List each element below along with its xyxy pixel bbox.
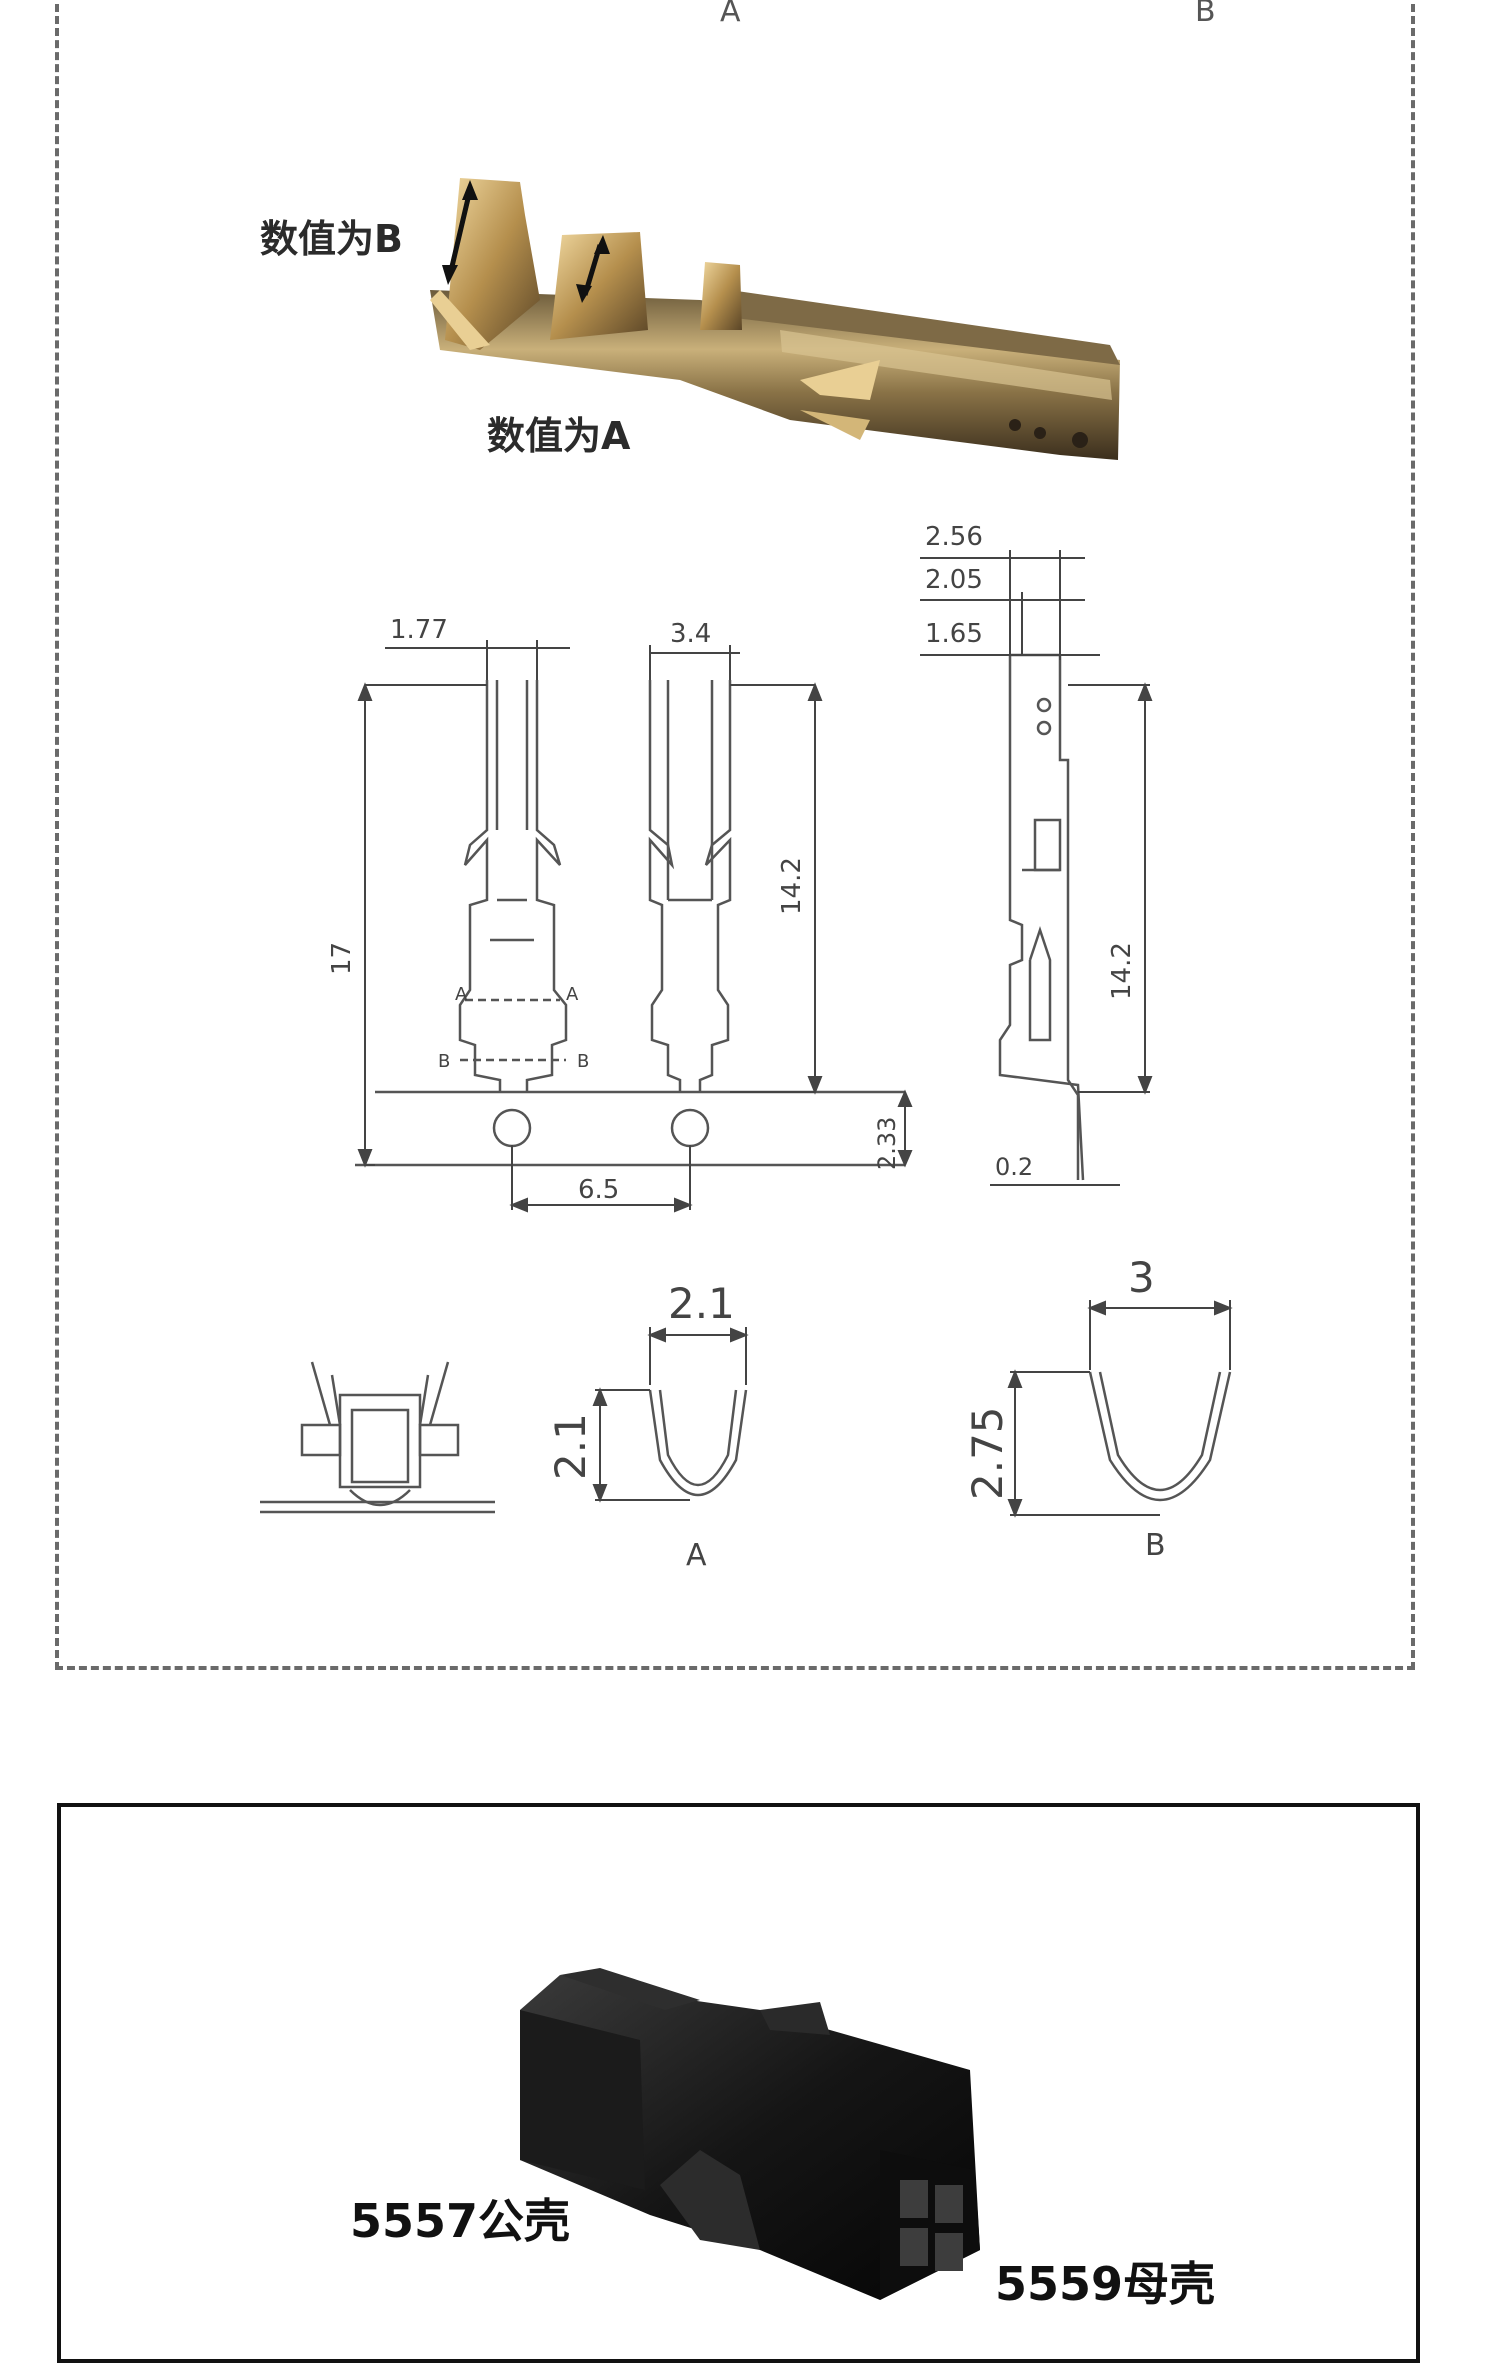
dim-front-length: 17 — [327, 942, 357, 975]
marker-a-left: A — [455, 984, 468, 1005]
female-housing-label: 5559母壳 — [995, 2257, 1216, 2311]
dim-section-a-height: 2.1 — [546, 1413, 595, 1480]
section-b-label: B — [1145, 1528, 1166, 1563]
cross-section-outline — [260, 1361, 495, 1514]
marker-b-right: B — [577, 1051, 589, 1072]
dim-rear-width: 3.4 — [670, 619, 711, 649]
male-housing-label: 5557公壳 — [350, 2194, 571, 2248]
marker-a-right: A — [566, 984, 579, 1005]
section-a-label: A — [686, 1538, 707, 1573]
dim-carrier-offset: 2.33 — [873, 1117, 901, 1170]
dim-pitch: 6.5 — [578, 1175, 619, 1205]
dim-side-length: 14.2 — [1107, 942, 1137, 1000]
dim-side-2: 2.05 — [925, 565, 983, 595]
terminal-spec-panel — [55, 0, 1415, 1670]
dim-thickness: 0.2 — [995, 1153, 1033, 1181]
dim-front-width: 1.77 — [390, 615, 448, 645]
rear-view-outline — [648, 680, 732, 1092]
dim-rear-length: 14.2 — [777, 857, 807, 915]
dim-side-1: 2.56 — [925, 522, 983, 552]
top-edge-letter-a: A — [720, 0, 741, 29]
dim-side-3: 1.65 — [925, 619, 983, 649]
value-a-label: 数值为A — [487, 414, 631, 458]
front-view-outline — [458, 680, 568, 1092]
dim-section-b-width: 3 — [1128, 1253, 1155, 1302]
marker-b-left: B — [438, 1051, 450, 1072]
value-b-label: 数值为B — [260, 217, 403, 261]
dim-section-a-width: 2.1 — [668, 1279, 735, 1328]
dim-section-b-height: 2.75 — [963, 1406, 1012, 1500]
top-edge-letter-b: B — [1195, 0, 1216, 29]
